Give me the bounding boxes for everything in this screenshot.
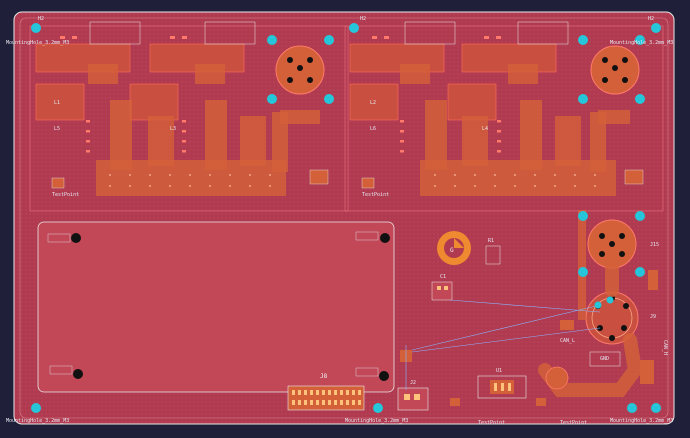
label-can-h: CAN_H bbox=[662, 340, 668, 355]
j2-connector[interactable] bbox=[397, 387, 429, 411]
label-gnd: GND bbox=[600, 356, 609, 362]
board-inner-outline bbox=[19, 17, 669, 419]
label-mh-tl: MountingHole_3.2mm_M3 bbox=[6, 40, 69, 46]
round-connector-j15[interactable] bbox=[587, 219, 637, 269]
label-h2-tl: H2 bbox=[38, 16, 44, 22]
mid-components bbox=[51, 169, 658, 406]
label-l1: L1 bbox=[54, 100, 60, 106]
label-mh-bl: MountingHole_3.2mm_M3 bbox=[6, 418, 69, 424]
label-j9: J9 bbox=[650, 314, 656, 320]
ratsnest bbox=[405, 299, 601, 390]
label-tp-mid: TestPoint bbox=[362, 192, 389, 198]
label-j15: J15 bbox=[650, 242, 659, 248]
label-mh-br: MountingHole_3.2mm_M3 bbox=[610, 418, 673, 424]
left-module-copper bbox=[35, 43, 320, 196]
mount-hole-bm bbox=[373, 403, 383, 413]
label-can-l: CAN_L bbox=[560, 338, 575, 344]
label-j2: J2 bbox=[410, 380, 416, 386]
label-tp-bot1: TestPoint bbox=[478, 420, 505, 426]
label-r1: R1 bbox=[488, 238, 494, 244]
label-l2: L2 bbox=[370, 100, 376, 106]
mounting-holes[interactable] bbox=[31, 23, 661, 413]
module-right-outline bbox=[344, 25, 664, 212]
mount-hole-tr bbox=[651, 23, 661, 33]
label-tp-left: TestPoint bbox=[52, 192, 79, 198]
round-connector-right[interactable] bbox=[590, 45, 640, 95]
silkscreen-labels: H2 H2 H2 MountingHole_3.2mm_M3 MountingH… bbox=[6, 16, 673, 426]
smd-pads bbox=[60, 36, 501, 153]
label-l3: L3 bbox=[170, 126, 176, 132]
vertical-trace-right bbox=[578, 210, 586, 320]
label-h2-tr: H2 bbox=[648, 16, 654, 22]
mount-hole-bl bbox=[31, 403, 41, 413]
lower-module-outline[interactable] bbox=[37, 221, 395, 393]
round-pad-bottom bbox=[545, 366, 569, 390]
lower-module-marks bbox=[47, 231, 379, 377]
j8-header[interactable] bbox=[287, 385, 365, 411]
u1-component[interactable] bbox=[477, 375, 527, 399]
label-l6: L6 bbox=[370, 126, 376, 132]
via-grid bbox=[109, 174, 596, 187]
label-l5: L5 bbox=[54, 126, 60, 132]
mount-hole-tl bbox=[31, 23, 41, 33]
round-connector-left[interactable] bbox=[275, 45, 325, 95]
right-module-copper bbox=[349, 43, 630, 196]
mount-hole-br bbox=[651, 403, 661, 413]
module-left-outline bbox=[29, 25, 349, 212]
label-h2-mid: H2 bbox=[360, 16, 366, 22]
connector-footprints-top bbox=[89, 21, 569, 45]
label-c1: C1 bbox=[440, 274, 446, 280]
label-u1: U1 bbox=[496, 368, 502, 374]
label-mh-tr: MountingHole_3.2mm_M3 bbox=[610, 40, 673, 46]
label-tp-bot2: TestPoint bbox=[560, 420, 587, 426]
logo-text: G bbox=[450, 247, 454, 254]
label-l4: L4 bbox=[482, 126, 488, 132]
label-mh-bm: MountingHole_3.2mm_M3 bbox=[345, 418, 408, 424]
lower-module-holes bbox=[71, 233, 390, 381]
logo-graphic: G bbox=[437, 231, 471, 265]
label-j8: J8 bbox=[320, 373, 328, 380]
